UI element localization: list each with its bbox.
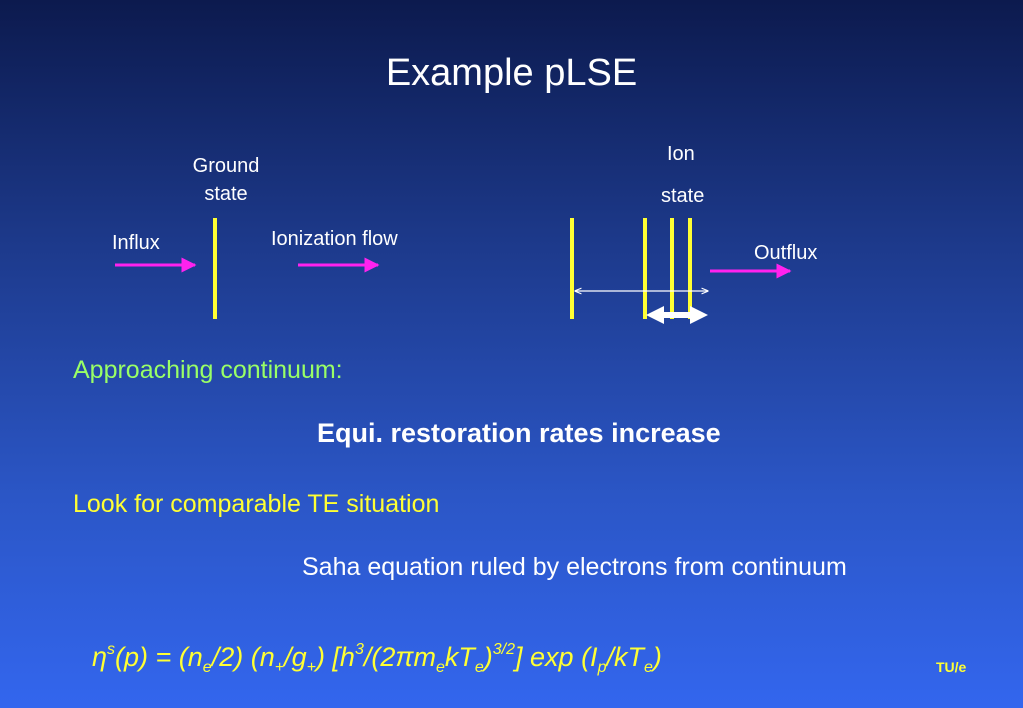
formula-e3: e: [474, 659, 484, 676]
tue-logo: TU/e: [936, 659, 967, 675]
formula-exp: ] exp (I: [515, 642, 598, 672]
formula-e2: e: [435, 659, 445, 676]
formula-plus1: +: [274, 659, 285, 676]
formula-slash-kT: /kT: [606, 642, 644, 672]
ion-state-label-line1: Ion: [667, 143, 695, 165]
formula-plus2: +: [306, 659, 316, 676]
ground-state-label-line2: state: [204, 183, 248, 205]
ground-state-label-line1: Ground: [192, 155, 260, 177]
approaching-continuum-text: Approaching continuum:: [73, 356, 343, 384]
formula-eta: η: [92, 642, 107, 672]
ground-state-label: Ground state: [180, 152, 272, 208]
formula-two-pi: /(2: [363, 642, 396, 672]
outflux-label: Outflux: [754, 242, 818, 264]
formula-e4: e: [643, 659, 653, 676]
formula-pi: π: [395, 642, 414, 672]
ion-state-label-line2: state: [661, 185, 705, 207]
formula-h-open: ) [h: [315, 642, 355, 672]
formula-m: m: [413, 642, 436, 672]
saha-formula: ηs(p) = (ne/2) (n+/g+) [h3/(2πmekTe)3/2]…: [92, 641, 662, 677]
formula-three: 3: [354, 641, 364, 658]
formula-s: s: [107, 641, 115, 658]
look-for-te-text: Look for comparable TE situation: [73, 490, 440, 518]
formula-p-eq: (p) = (n: [115, 642, 203, 672]
formula-three-half: 3/2: [492, 641, 516, 658]
formula-e1: e: [202, 659, 212, 676]
formula-g: /g: [284, 642, 307, 672]
ionization-flow-label: Ionization flow: [271, 228, 398, 250]
influx-label: Influx: [112, 232, 160, 254]
formula-end: ): [652, 642, 662, 672]
saha-equation-text: Saha equation ruled by electrons from co…: [302, 553, 847, 581]
band-double-arrow: [646, 306, 708, 324]
slide-title: Example pLSE: [385, 52, 638, 94]
equi-restoration-text: Equi. restoration rates increase: [317, 418, 721, 448]
formula-half: /2) (n: [211, 642, 275, 672]
formula-p: p: [597, 659, 607, 676]
formula-kT: kT: [444, 642, 475, 672]
formula-close: ): [483, 642, 493, 672]
